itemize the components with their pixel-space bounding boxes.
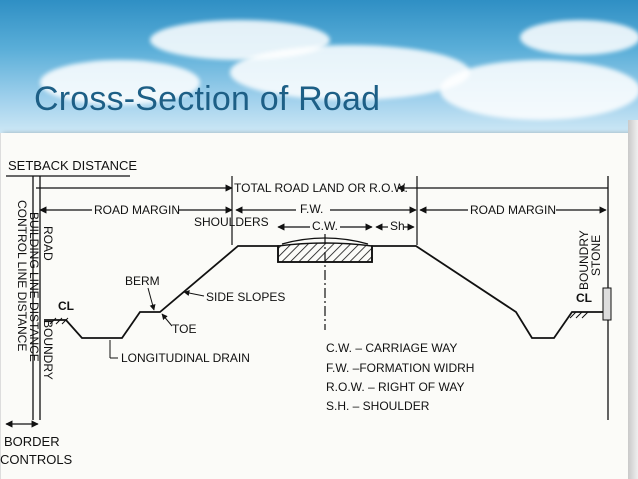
cl-right-label: CL: [576, 291, 592, 305]
side-slopes-label: SIDE SLOPES: [206, 290, 285, 304]
cw-label: C.W.: [312, 219, 338, 233]
setback-distance-label: SETBACK DISTANCE: [8, 158, 137, 173]
legend-item: R.O.W. – RIGHT OF WAY: [326, 380, 464, 394]
building-line-distance-label: BUILDING LINE DISTANCE: [27, 212, 41, 362]
boundry-stone-marker: [602, 287, 612, 321]
legend-item: F.W. –FORMATION WIDRH: [326, 361, 474, 375]
control-line-distance-label: CONTROL LINE DISTANCE: [15, 200, 29, 351]
toe-label: TOE: [172, 322, 196, 336]
side-slopes-pointer: [183, 290, 205, 297]
legend-item: C.W. – CARRIAGE WAY: [326, 341, 457, 355]
sh-label: Sh: [390, 219, 405, 233]
ground-hatch-left: [49, 317, 69, 325]
legend-item: S.H. – SHOULDER: [326, 399, 430, 413]
total-road-land-label: TOTAL ROAD LAND OR R.O.W.: [234, 181, 408, 195]
boundry-stone-label-2: STONE: [589, 235, 603, 276]
toe-pointer: [161, 313, 173, 327]
diagram-sheet: [0, 133, 629, 479]
road-label: ROAD: [41, 226, 55, 261]
shoulders-label: SHOULDERS: [194, 215, 269, 229]
ground-hatch-right: [569, 311, 589, 319]
boundry-stone-label-1: BOUNDRY: [577, 230, 591, 290]
fw-label: F.W.: [300, 202, 323, 216]
border-controls-label-1: BORDER: [4, 434, 60, 449]
slide-title: Cross-Section of Road: [34, 80, 381, 118]
boundry-label: BOUNDRY: [41, 320, 55, 380]
berm-pointer: [147, 287, 156, 311]
page-edge: [628, 120, 638, 479]
cl-left-label: CL: [58, 299, 74, 313]
longitudinal-drain-label: LONGITUDINAL DRAIN: [121, 351, 250, 365]
road-margin-left-label: ROAD MARGIN: [94, 203, 180, 217]
berm-label: BERM: [125, 274, 160, 288]
sky-background: [0, 0, 638, 140]
road-margin-right-label: ROAD MARGIN: [470, 203, 556, 217]
border-controls-label-2: CONTROLS: [0, 452, 73, 467]
